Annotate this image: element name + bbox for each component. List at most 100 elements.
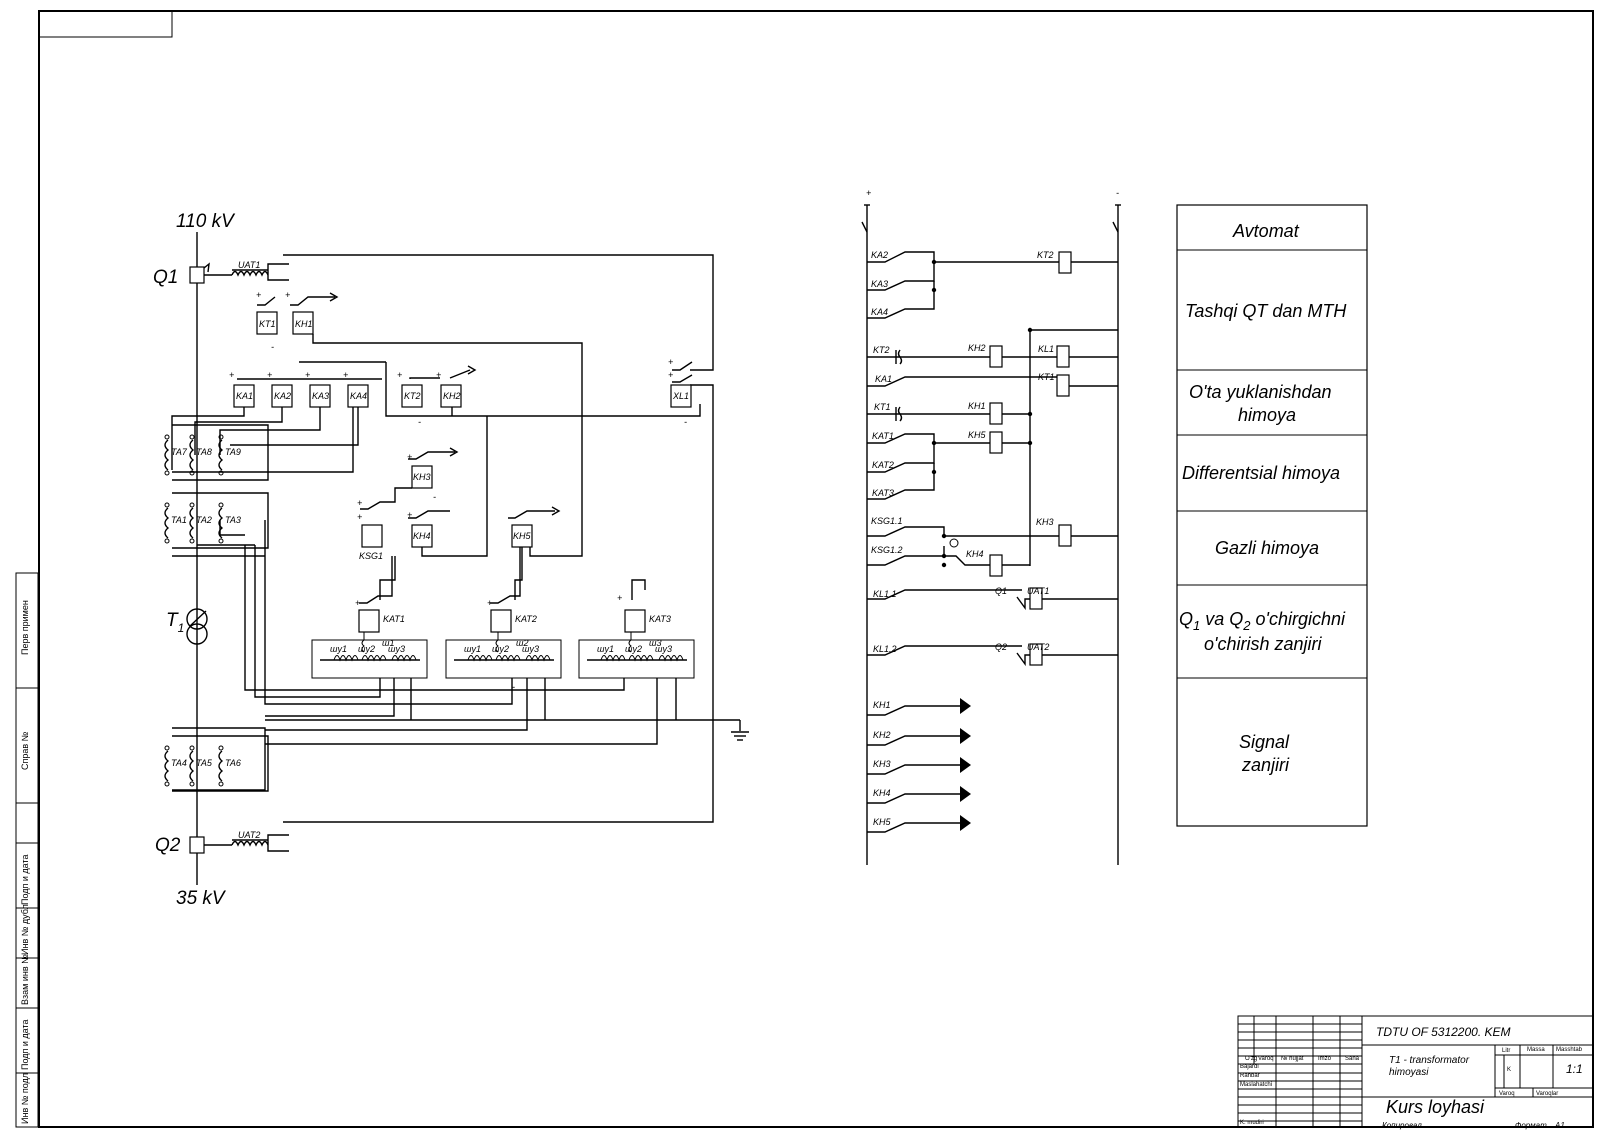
plus-mark: + xyxy=(355,598,360,608)
plus-mark: + xyxy=(668,357,673,367)
signal-contact xyxy=(867,705,960,716)
doc-code: TDTU OF 5312200. KEM xyxy=(1376,1025,1511,1039)
title-block xyxy=(1237,1015,1594,1128)
ct-coil xyxy=(164,507,170,539)
legend-avtomat: Avtomat xyxy=(1232,221,1300,241)
uat2-label: UAT2 xyxy=(238,830,260,840)
kat-winding-label: шу2 xyxy=(492,644,509,654)
signal-label: KH2 xyxy=(873,730,891,740)
ct-label: TA7 xyxy=(171,447,188,457)
ct-frame xyxy=(172,492,269,549)
tb-litr: Litr xyxy=(1502,1048,1510,1054)
project-name: Kurs loyhasi xyxy=(1386,1097,1485,1117)
ct-coil-terminal xyxy=(189,502,195,508)
tb-col-3: Imzo xyxy=(1318,1056,1332,1062)
kat-center-label: ш2 xyxy=(516,638,528,648)
relay-kat2-label: KAT2 xyxy=(515,614,537,624)
tb-role-0: Bajardi xyxy=(1240,1064,1259,1070)
kat-winding xyxy=(467,655,493,662)
tb-sheet: Varoq xyxy=(1499,1091,1515,1097)
ct-label: TA3 xyxy=(225,515,241,525)
stamp-label: Подп и дата xyxy=(20,854,30,905)
dc-contact-label: KA1 xyxy=(875,374,892,384)
dc-coil-label: UAT2 xyxy=(1027,642,1049,652)
plus-mark: + xyxy=(397,370,402,380)
signal-label: KH4 xyxy=(873,788,891,798)
ct-label: TA2 xyxy=(196,515,212,525)
dc-contact-label: KAT1 xyxy=(872,431,894,441)
minus-mark: - xyxy=(418,417,421,427)
dc-contact-label: KA4 xyxy=(871,307,888,317)
dc-coil-label: KH2 xyxy=(968,343,986,353)
dc-contact-label: KT1 xyxy=(874,402,891,412)
polarity-marks: ++-++++++--+++-++++++- xyxy=(229,290,687,692)
relay-kh2-label: KH2 xyxy=(443,391,461,401)
minus-mark: - xyxy=(684,417,687,427)
dc-plus-label: + xyxy=(866,188,871,198)
dc-contact-label: KAT3 xyxy=(872,488,894,498)
tb-kopir: Копировал xyxy=(1382,1121,1422,1130)
ct-label: TA1 xyxy=(171,515,187,525)
ct-coil-terminal xyxy=(164,470,170,476)
dc-breaker-contact-label: Q1 xyxy=(995,586,1007,596)
relay-kt1-label: KT1 xyxy=(259,319,276,329)
dc-contact-label: KSG1.1 xyxy=(871,516,903,526)
ct-coil-terminal xyxy=(164,434,170,440)
uat1-label: UAT1 xyxy=(238,260,260,270)
plus-mark: + xyxy=(436,370,441,380)
minus-mark: - xyxy=(512,682,515,692)
dc-contact-label: KA2 xyxy=(871,250,888,260)
ct-label: TA9 xyxy=(225,447,241,457)
kat-winding-label: шу3 xyxy=(388,644,405,654)
stamp-label: Инв № подл xyxy=(20,1073,30,1124)
dc-contact-label: KT2 xyxy=(873,345,890,355)
voltage-high-label: 110 kV xyxy=(176,211,236,232)
ct-coil-terminal xyxy=(218,470,224,476)
drawing-frame xyxy=(15,10,1594,1128)
signal-arrow-icon xyxy=(960,815,971,831)
relay-kh3-label: KH3 xyxy=(413,472,431,482)
plus-mark: + xyxy=(305,370,310,380)
relay-ka3-label: KA3 xyxy=(312,391,329,401)
relay-kh5-label: KH5 xyxy=(513,531,532,541)
kat-winding xyxy=(600,655,626,662)
dc-coil-label: KH3 xyxy=(1036,517,1054,527)
dc-labels: KA2KA3KA4KT2KA1KT1KAT1KAT2KAT3KSG1.1KSG1… xyxy=(871,250,1055,654)
signal-label: KH5 xyxy=(873,817,892,827)
ct-coil-terminal xyxy=(164,538,170,544)
ct-coil xyxy=(189,507,195,539)
ct-coil-terminal xyxy=(189,745,195,751)
tb-col-0: O'zg xyxy=(1245,1056,1257,1062)
relay-kh1-label: KH1 xyxy=(295,319,313,329)
kat-center-label: ш1 xyxy=(382,638,394,648)
kat-winding-label: шу1 xyxy=(464,644,481,654)
primary-circuit xyxy=(186,232,714,885)
ct-coil-terminal xyxy=(164,502,170,508)
kat-center-label: ш3 xyxy=(649,638,661,648)
ct-coil-terminal xyxy=(218,502,224,508)
plus-mark: + xyxy=(343,370,348,380)
legend-table xyxy=(1176,204,1368,827)
relay-kat1-label: KAT1 xyxy=(383,614,405,624)
signal-contact xyxy=(867,735,960,746)
ct-label: TA5 xyxy=(196,758,213,768)
signal-arrow-icon xyxy=(960,757,971,773)
kat-winding xyxy=(628,655,654,662)
plus-mark: + xyxy=(357,512,362,522)
legend-gas: Gazli himoya xyxy=(1215,538,1319,558)
tb-sheets: Varoqlar xyxy=(1536,1091,1558,1097)
legend-breaker-trip-1: Q1 va Q2 o'chirgichni xyxy=(1179,609,1346,633)
dc-minus-label: - xyxy=(1116,188,1119,198)
relay-xl1-label: XL1 xyxy=(672,391,689,401)
plus-mark: + xyxy=(668,370,673,380)
tb-role-3: K. mudiri xyxy=(1240,1120,1264,1126)
plus-mark: + xyxy=(357,498,362,508)
kat-winding-label: шу2 xyxy=(625,644,642,654)
ct-coil-terminal xyxy=(218,745,224,751)
kat-winding-label: шу2 xyxy=(358,644,375,654)
relay-ka4-label: KA4 xyxy=(350,391,367,401)
legend-external-short: Tashqi QT dan MTH xyxy=(1185,301,1347,321)
